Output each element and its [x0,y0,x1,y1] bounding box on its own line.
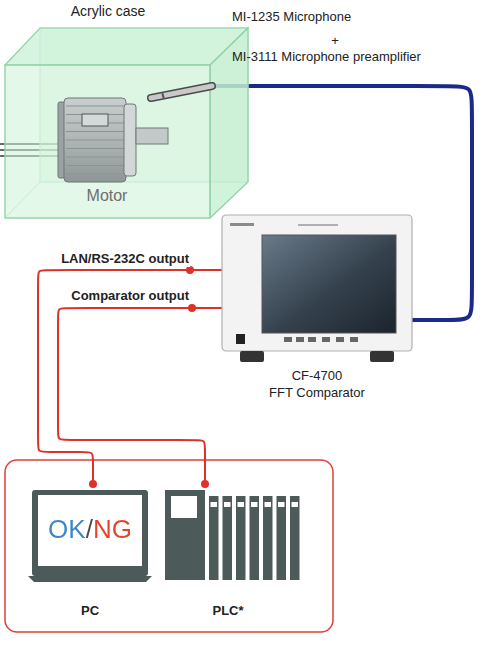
microphone: MI-1235 Microphone+MI-3111 Microphone pr… [148,80,214,102]
laptop-screen [38,495,142,566]
plc: PLC* [165,484,300,580]
motor-shaft [136,128,168,144]
plc-module-label [278,502,285,507]
device-screen [262,235,396,333]
plc-io-module [236,496,246,580]
plc-module-label [224,502,231,507]
motor-fin [66,140,124,141]
device-button [308,337,316,342]
terminal-dot [186,266,194,274]
motor-front-cap [124,104,136,176]
plc-io-module [290,496,300,580]
plc-module-label [211,502,218,507]
plc-io-module [250,496,260,580]
plc-io-module [263,496,273,580]
pc-label: PC [81,603,99,619]
microphone-drawing [148,80,214,102]
plc-module-label [251,502,258,507]
plc-module-label [292,502,299,507]
motor-fin [66,157,124,158]
fft-comparator: CF-4700FFT Comparator [222,215,412,362]
plc-drawing [165,484,300,580]
device-button [336,337,344,342]
plc-io-module [277,496,287,580]
screen-result: OK/NG [48,514,132,545]
motor-label: Motor [87,186,128,205]
preamplifier-model: MI-3111 Microphone preamplifier [232,49,421,65]
fft-comparator-drawing [222,215,412,362]
comparator-output-line [58,308,222,484]
laptop-lid [32,490,148,576]
device-foot [370,351,394,362]
motor-nameplate [82,114,108,126]
plc-cpu-module [165,490,205,580]
device-button [284,337,292,342]
microphone-model: MI-1235 Microphone [232,9,351,25]
output-label: Comparator output [70,288,190,304]
motor-fin [66,106,124,107]
case-front-face [5,65,210,218]
motor-drawing [58,98,170,184]
motor-fin [66,148,124,149]
lan-output-line [38,270,222,484]
plc-io-module [209,496,219,580]
device-body [222,215,412,351]
device-name: FFT Comparator [269,385,365,401]
acrylic-case: MotorMI-1235 Microphone+MI-3111 Micropho… [5,28,248,218]
device-model: CF-4700 [292,368,343,384]
motor: Motor [58,98,170,184]
plc-label: PLC* [212,603,243,619]
motor-fin [66,174,124,175]
device-logo-mark [230,223,254,226]
case-top-face [5,28,248,65]
pc: OK/NGPC [28,484,152,582]
plc-module-label [265,502,272,507]
device-model-mark [298,224,338,226]
microphone-ring [162,93,164,99]
output-label: LAN/RS-232C output [60,251,190,267]
plus-sign: + [331,33,339,49]
device-button [296,337,304,342]
device-group-frame [5,460,333,632]
device-power-switch [236,334,245,344]
terminal-dot [201,480,209,488]
plc-io-module [223,496,233,580]
device-button [350,337,358,342]
terminal-dot [188,304,196,312]
device-foot [240,351,264,362]
laptop-base [28,576,152,582]
motor-fin [66,165,124,166]
device-button [322,337,330,342]
motor-fin [66,131,124,132]
terminal-dot [89,480,97,488]
plc-module-label [238,502,245,507]
case-heading: Acrylic case [71,3,146,20]
motor-body [64,98,126,182]
plc-display [171,496,197,518]
microphone-body [151,86,212,98]
microphone-outline [151,86,212,98]
